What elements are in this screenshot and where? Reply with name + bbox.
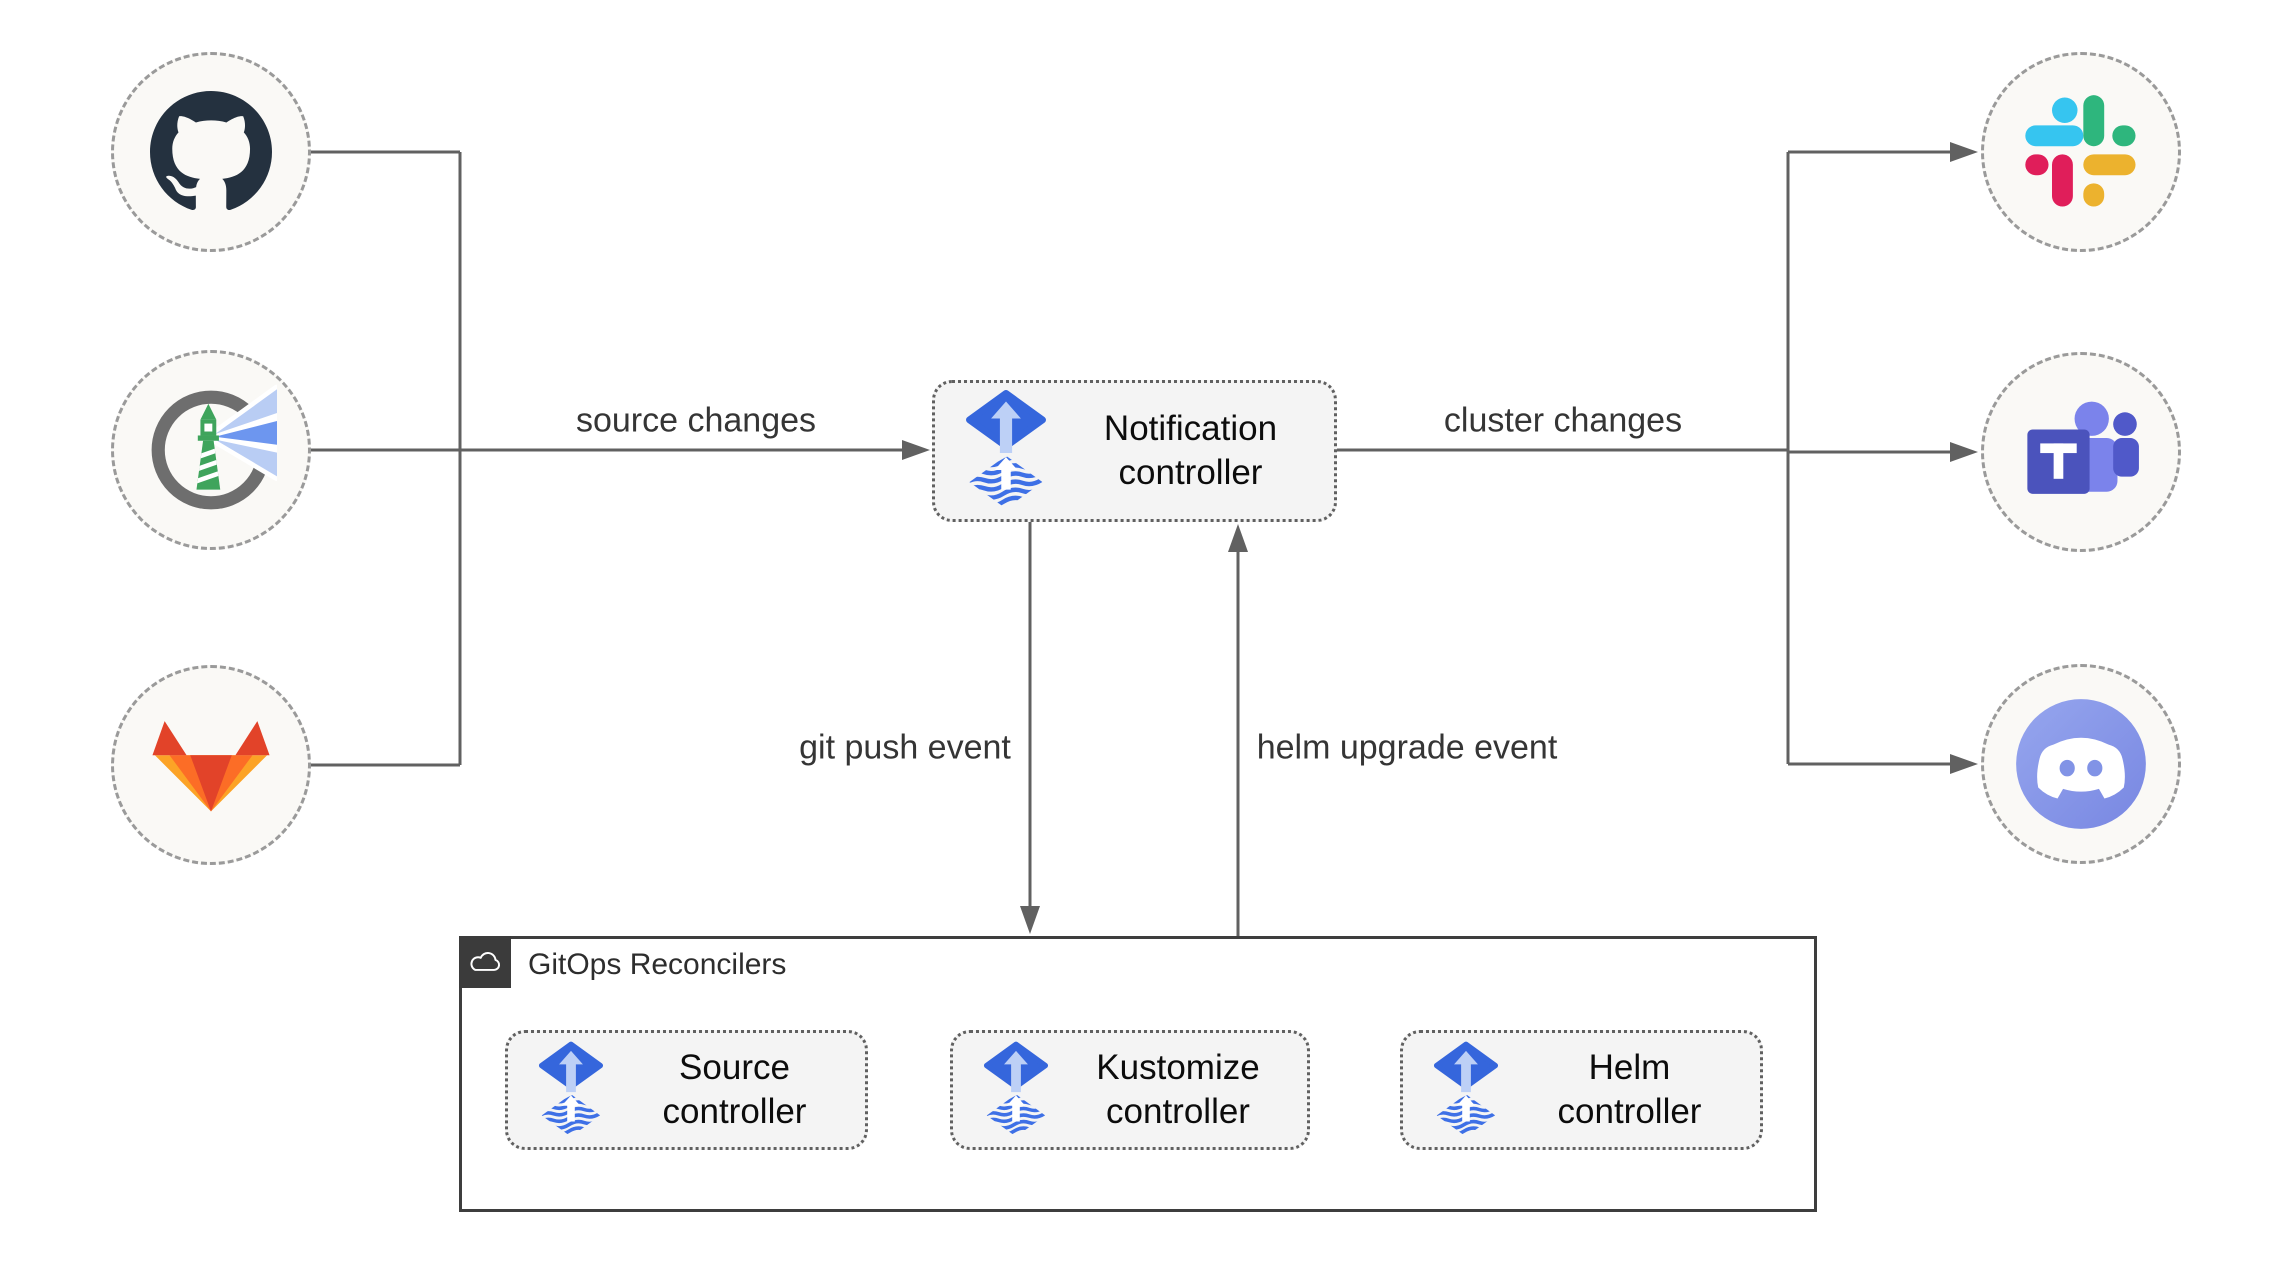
target-node-discord	[1981, 664, 2181, 864]
source-controller-node: Source controller	[505, 1030, 868, 1150]
helm-controller-node: Helm controller	[1400, 1030, 1763, 1150]
group-title: GitOps Reconcilers	[528, 948, 787, 981]
helm-controller-label: Helm controller	[1557, 1048, 1702, 1131]
edge-label-cluster-changes: cluster changes	[1443, 401, 1683, 440]
notification-controller-node: Notification controller	[932, 380, 1337, 522]
kustomize-controller-node: Kustomize controller	[950, 1030, 1310, 1150]
gitlab-icon	[152, 721, 270, 812]
arrowhead-helm-upgrade-up	[1228, 524, 1248, 552]
kustomize-controller-label: Kustomize controller	[1096, 1048, 1260, 1131]
group-badge	[459, 936, 511, 988]
notification-controller-label: Notification controller	[1103, 409, 1278, 492]
target-node-slack	[1981, 52, 2181, 252]
target-node-teams	[1981, 352, 2181, 552]
harbor-icon	[151, 384, 277, 510]
microsoft-teams-icon	[2027, 401, 2139, 494]
flux-icon	[965, 388, 1047, 514]
arrowhead-into-discord	[1950, 754, 1978, 774]
github-icon	[150, 91, 272, 210]
source-node-gitlab	[111, 665, 311, 865]
arrowhead-git-push-down	[1020, 906, 1040, 934]
flux-icon	[983, 1040, 1049, 1141]
cloud-icon	[470, 951, 501, 971]
arrowhead-into-notification	[902, 440, 930, 460]
arrowhead-into-slack	[1950, 142, 1978, 162]
discord-icon	[2016, 699, 2146, 829]
edge-label-helm-upgrade-event: helm upgrade event	[1256, 728, 1558, 767]
flux-icon	[1433, 1040, 1499, 1141]
arrowhead-into-teams	[1950, 442, 1978, 462]
source-node-github	[111, 52, 311, 252]
slack-icon	[2025, 95, 2136, 207]
source-node-harbor	[111, 350, 311, 550]
edge-label-source-changes: source changes	[575, 401, 817, 440]
source-controller-label: Source controller	[662, 1048, 807, 1131]
flux-icon	[538, 1040, 604, 1141]
edge-label-git-push-event: git push event	[799, 728, 1011, 767]
